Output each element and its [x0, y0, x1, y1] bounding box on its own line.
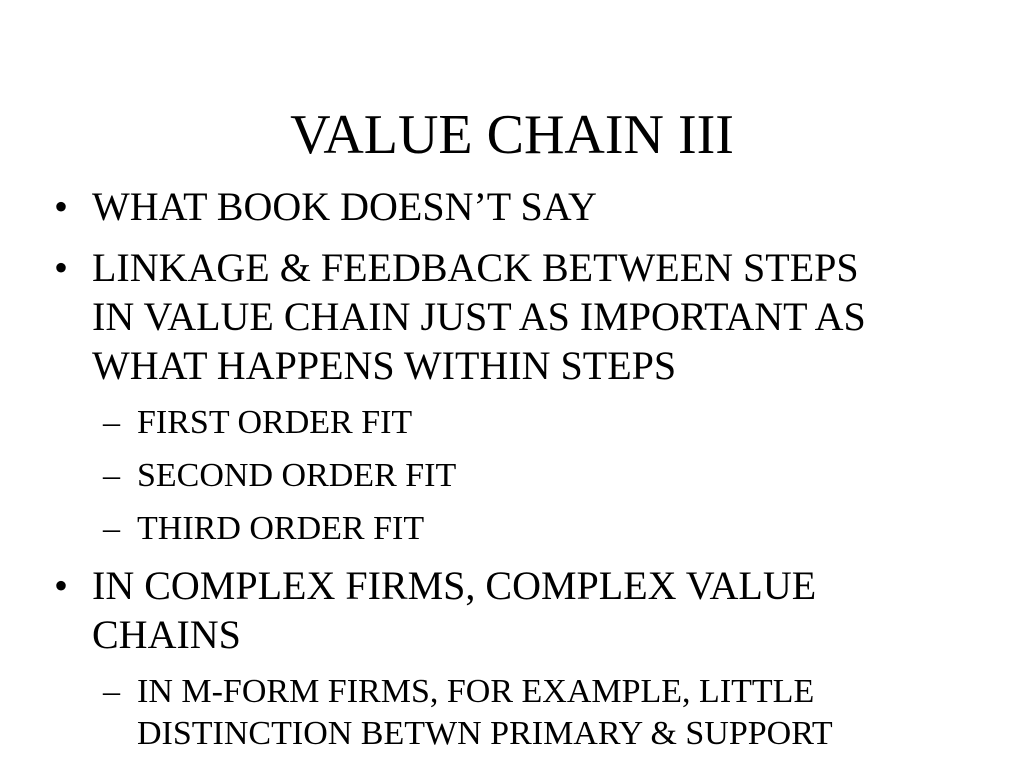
bullet-text: IN VALUE CHAIN JUST AS IMPORTANT AS	[92, 294, 866, 339]
bullet-marker: •	[54, 184, 69, 229]
slide-body: • WHAT BOOK DOESN’T SAY • LINKAGE & FEED…	[0, 182, 1024, 766]
bullet-text: WHAT BOOK DOESN’T SAY	[92, 184, 597, 229]
bullet-item: • IN COMPLEX FIRMS, COMPLEX VALUE CHAINS	[0, 561, 1024, 659]
bullet-text: LINKAGE & FEEDBACK BETWEEN STEPS	[92, 245, 859, 290]
bullet-text: WHAT HAPPENS WITHIN STEPS	[92, 343, 677, 388]
dash-marker: –	[103, 673, 120, 710]
bullet-marker: •	[54, 563, 69, 608]
dash-marker: –	[103, 510, 120, 547]
sub-bullet-item: – SECOND ORDER FIT	[0, 455, 1024, 497]
sub-bullet-text: THIRD ORDER FIT	[137, 510, 425, 547]
sub-bullet-item: – IN M-FORM FIRMS, FOR EXAMPLE, LITTLE D…	[0, 671, 1024, 755]
bullet-item: • LINKAGE & FEEDBACK BETWEEN STEPS IN VA…	[0, 243, 1024, 390]
bullet-text: CHAINS	[92, 612, 241, 657]
bullet-item: • WHAT BOOK DOESN’T SAY	[0, 182, 1024, 231]
dash-marker: –	[103, 457, 120, 494]
sub-bullet-text: SECOND ORDER FIT	[137, 457, 457, 494]
bullet-text: IN COMPLEX FIRMS, COMPLEX VALUE	[92, 563, 817, 608]
bullet-marker: •	[54, 245, 69, 290]
sub-bullet-item: – FIRST ORDER FIT	[0, 402, 1024, 444]
dash-marker: –	[103, 404, 120, 441]
slide-title: VALUE CHAIN III	[290, 104, 734, 166]
sub-bullet-text: DISTINCTION BETWN PRIMARY & SUPPORT	[137, 715, 833, 752]
sub-bullet-text: IN M-FORM FIRMS, FOR EXAMPLE, LITTLE	[137, 673, 815, 710]
sub-bullet-item: – THIRD ORDER FIT	[0, 508, 1024, 550]
sub-bullet-text: FIRST ORDER FIT	[137, 404, 413, 441]
